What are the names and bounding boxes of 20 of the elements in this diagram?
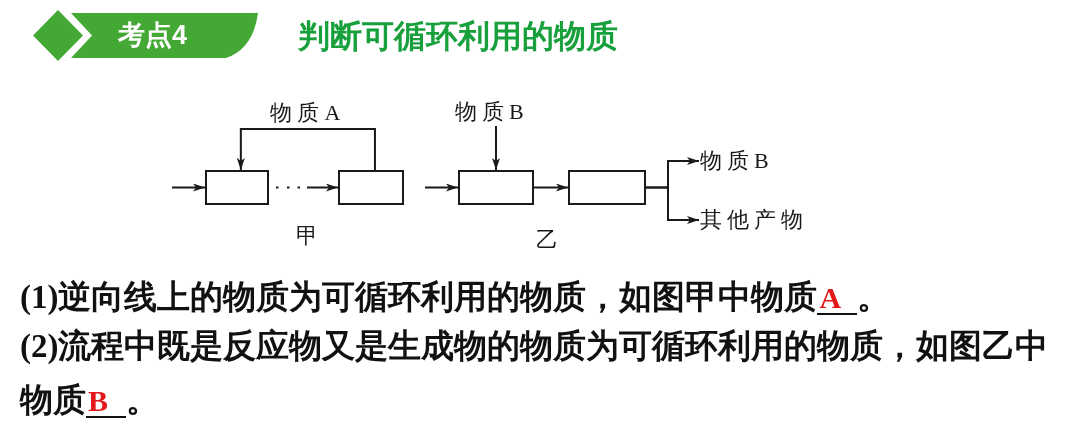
arrow [645,186,700,224]
arrow [533,183,569,192]
figure-caption: 乙 [536,228,558,252]
figure-caption: 甲 [296,224,318,248]
process-box [205,170,269,205]
title: 判断可循环利用的物质 [298,17,618,55]
process-box [568,170,646,205]
arrow [171,183,206,192]
arrow [424,183,459,192]
question-text: (1)逆向线上的物质为可循环利用的物质，如图甲中物质A 。 [20,278,892,317]
process-box [458,170,534,205]
fill-in-line: A [817,283,858,315]
process-box [338,170,404,205]
arrow [236,128,376,171]
flow-label: 其他产物 [700,208,808,232]
fill-in-line: B [86,386,126,418]
flow-label: 物质B [700,149,774,173]
flow-label: 物质B [455,100,529,124]
arrow [492,125,500,171]
question-text: (2)流程中既是反应物又是生成物的物质为可循环利用的物质，如图乙中物质B 。 [20,327,1050,420]
